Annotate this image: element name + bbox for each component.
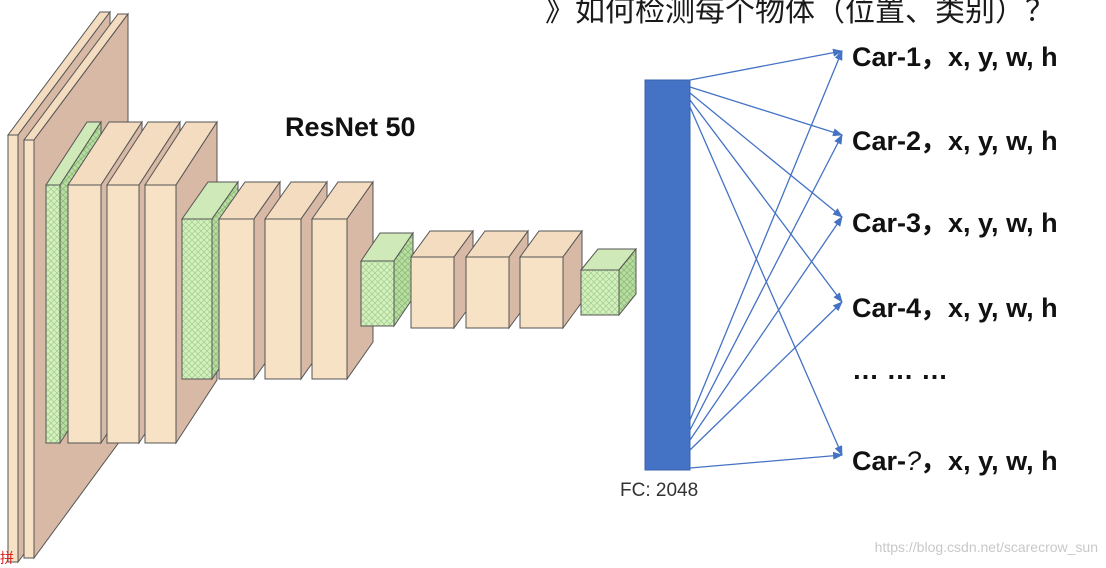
fc-connections — [689, 48, 843, 469]
conv-stage-2 — [181, 180, 374, 381]
output-car-1: Car-1，x, y, w, h — [852, 42, 1058, 72]
question-heading: 》如何检测每个物体（位置、类别）？ — [545, 0, 1055, 29]
corner-mark: 拼 — [0, 550, 14, 566]
watermark: https://blog.csdn.net/scarecrow_sun — [874, 539, 1098, 555]
conv-stage-4 — [579, 247, 638, 317]
output-car-unknown: Car-?，x, y, w, h — [852, 446, 1058, 476]
output-car-4: Car-4，x, y, w, h — [852, 293, 1058, 323]
ellipsis: … … … — [852, 355, 949, 385]
fc-layer-bar — [644, 79, 691, 471]
conv-stage-3 — [360, 229, 583, 330]
output-car-3: Car-3，x, y, w, h — [852, 208, 1058, 238]
output-car-2: Car-2，x, y, w, h — [852, 126, 1058, 156]
network-title: ResNet 50 — [285, 112, 416, 142]
fc-label: FC: 2048 — [620, 480, 699, 501]
